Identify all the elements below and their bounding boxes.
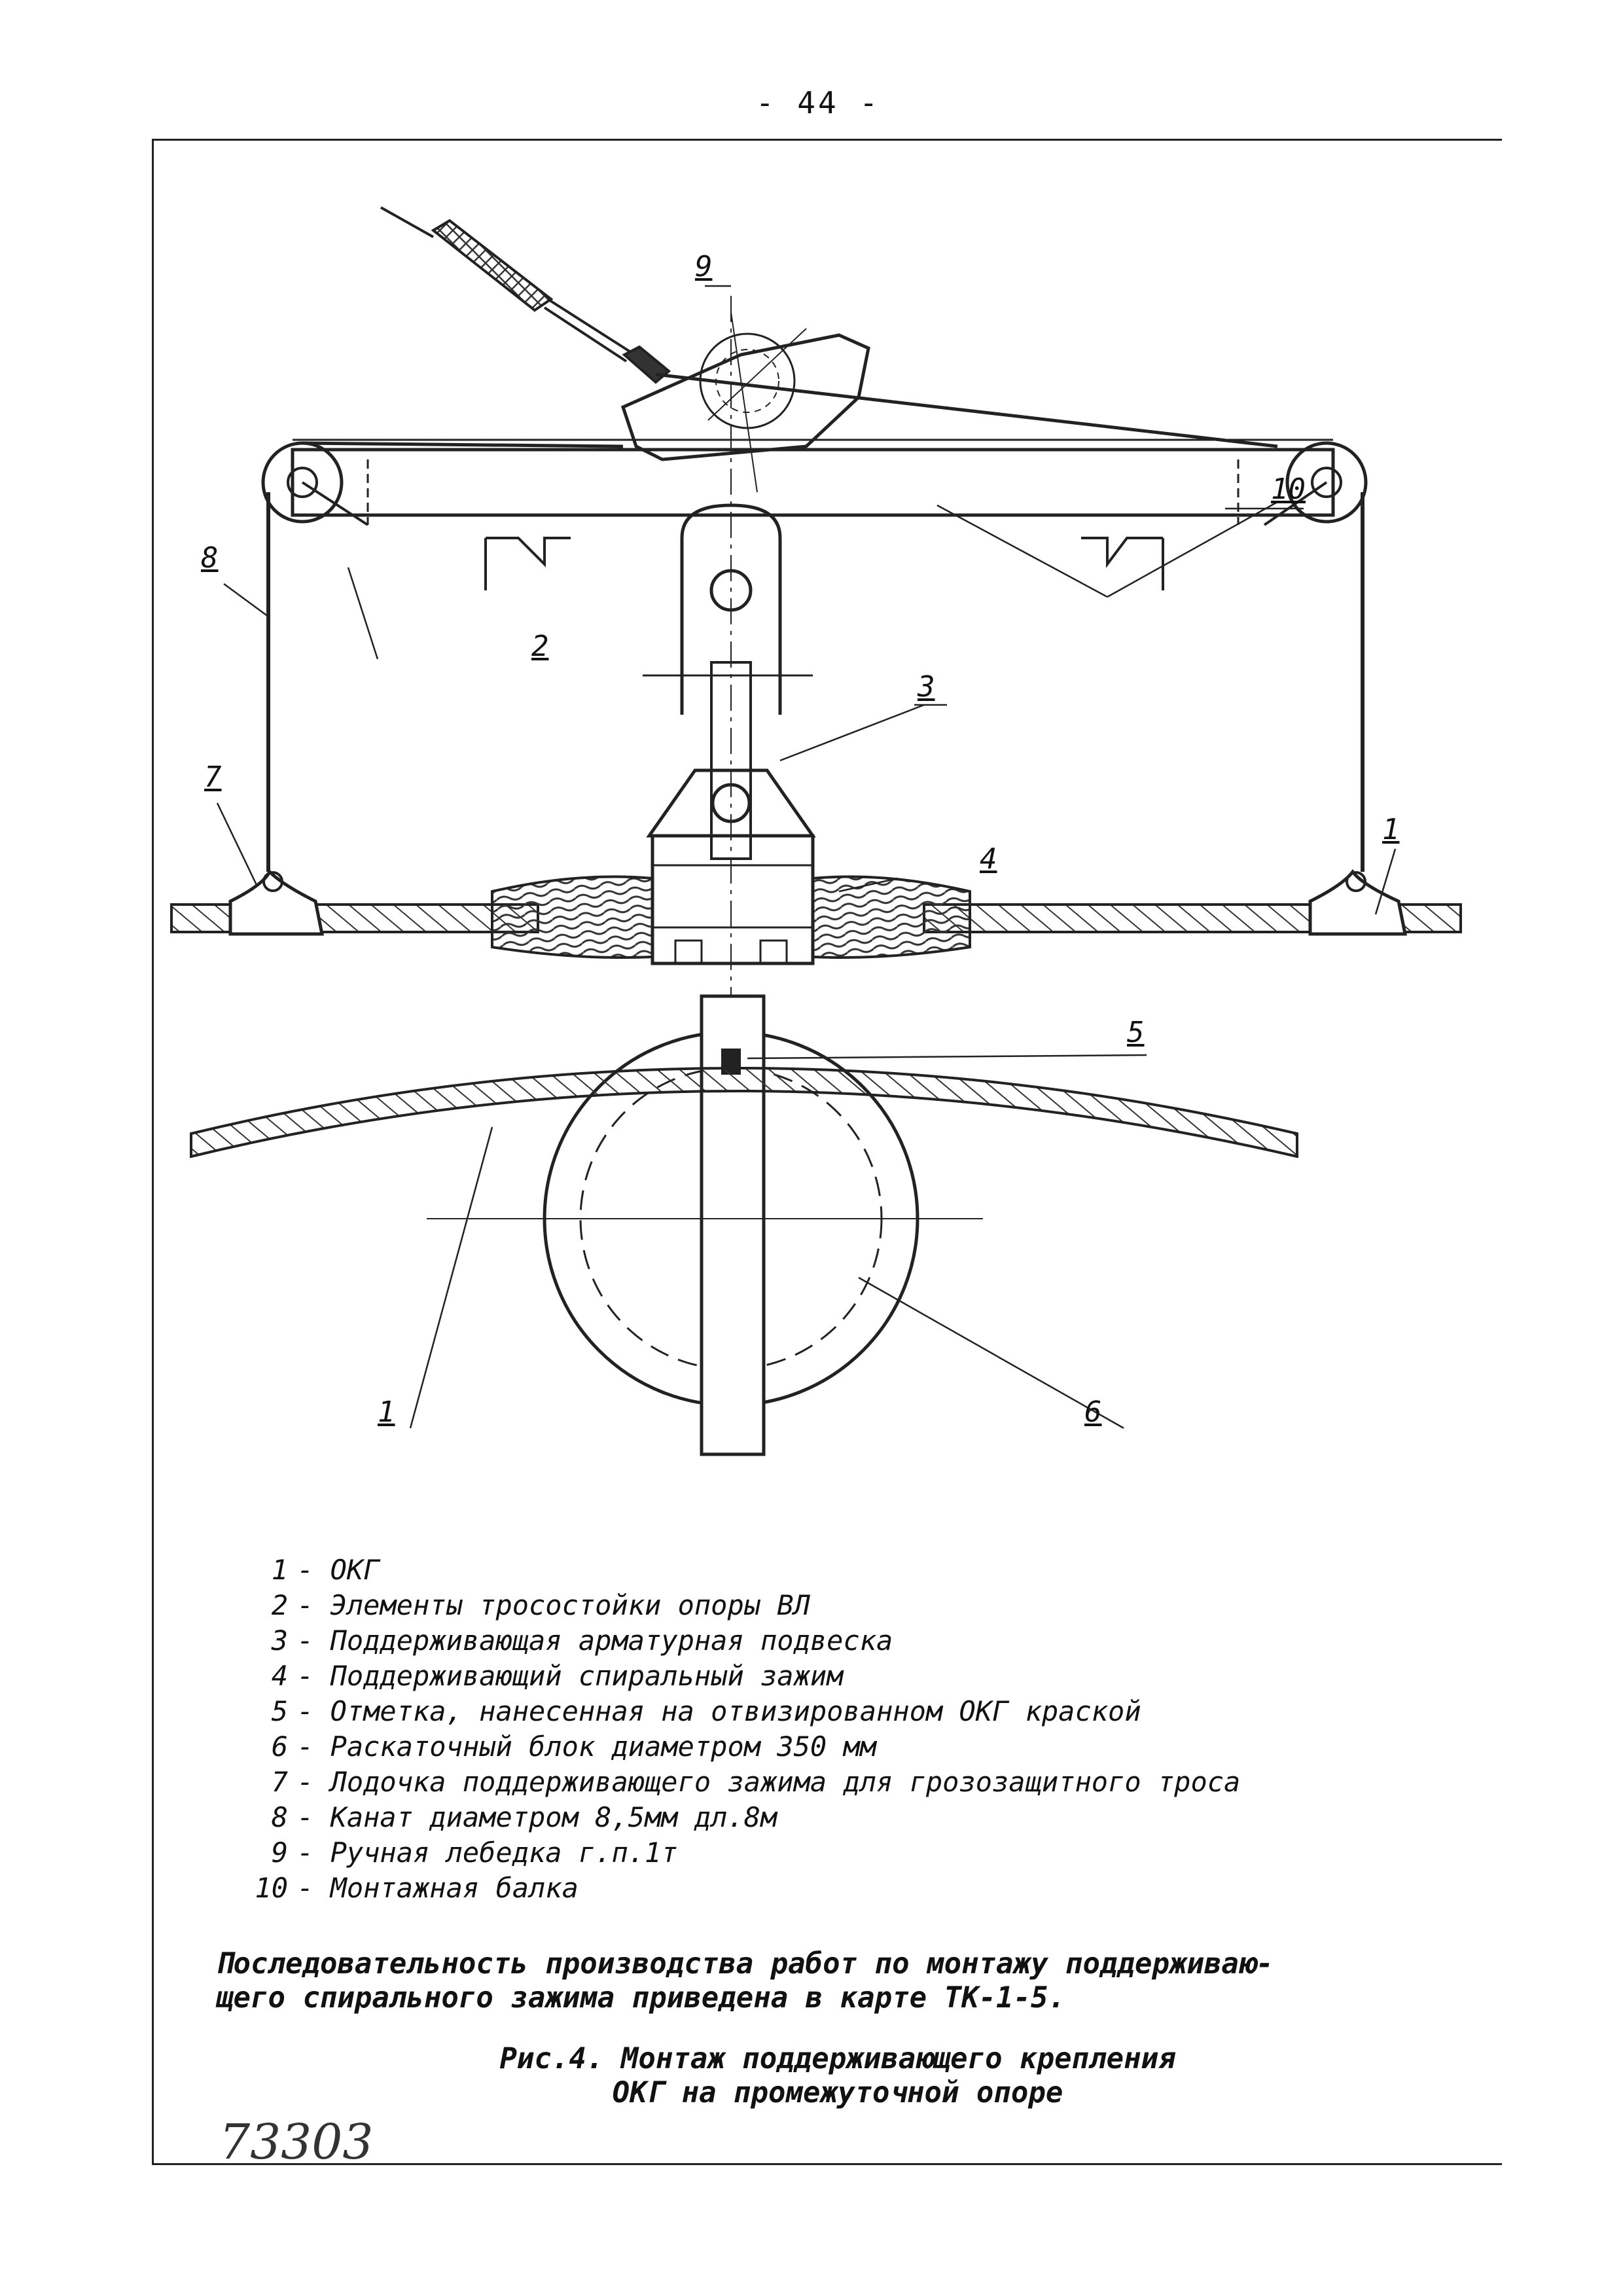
legend: 1- ОКГ 2- Элементы тросостойки опоры ВЛ … (196, 1552, 1440, 1906)
figure-caption: Рис.4. Монтаж поддерживающего крепления … (412, 2042, 1263, 2110)
pulley-block (427, 994, 983, 1456)
legend-text: Поддерживающий спиральный зажим (330, 1660, 844, 1692)
legend-text: Лодочка поддерживающего зажима для грозо… (330, 1766, 1241, 1798)
callout-5: 5 (1127, 1016, 1145, 1049)
callout-8: 8 (201, 541, 219, 575)
leader-lines (216, 285, 1397, 1429)
legend-num: 6 (271, 1731, 288, 1763)
suspension-boat-right (1308, 869, 1408, 936)
legend-num: 10 (255, 1872, 288, 1904)
legend-item: 8- Канат диаметром 8,5мм дл.8м (196, 1800, 1440, 1835)
legend-item: 9- Ручная лебедка г.п.1т (196, 1835, 1440, 1871)
legend-item: 5- Отметка, нанесенная на отвизированном… (196, 1694, 1440, 1729)
okg-cable (170, 875, 1462, 959)
legend-item: 6- Раскаточный блок диаметром 350 мм (196, 1729, 1440, 1765)
legend-num: 1 (271, 1554, 288, 1586)
mounting-beam (261, 439, 1368, 526)
procedure-note: Последовательность производства работ по… (216, 1947, 1446, 2015)
legend-item: 7- Лодочка поддерживающего зажима для гр… (196, 1765, 1440, 1800)
legend-text: Канат диаметром 8,5мм дл.8м (330, 1801, 777, 1833)
handwritten-number: 73303 (219, 2114, 374, 2170)
page-number: - 44 - (755, 85, 881, 120)
legend-num: 7 (271, 1766, 288, 1798)
legend-item: 10- Монтажная балка (196, 1871, 1440, 1906)
callout-3: 3 (918, 670, 935, 704)
legend-text: ОКГ (330, 1554, 380, 1586)
callout-6: 6 (1084, 1395, 1102, 1429)
legend-text: Отметка, нанесенная на отвизированном ОК… (330, 1695, 1141, 1727)
legend-text: Ручная лебедка г.п.1т (330, 1837, 678, 1869)
legend-num: 5 (271, 1695, 288, 1727)
callout-7: 7 (204, 761, 222, 794)
tower-elements (484, 537, 1164, 590)
legend-text: Раскаточный блок диаметром 350 мм (330, 1731, 877, 1763)
legend-num: 9 (271, 1837, 288, 1869)
legend-text: Поддерживающая арматурная подвеска (330, 1624, 893, 1657)
suspension-boat-left (228, 869, 325, 936)
legend-num: 8 (271, 1801, 288, 1833)
legend-item: 1- ОКГ (196, 1552, 1440, 1588)
legend-item: 3- Поддерживающая арматурная подвеска (196, 1623, 1440, 1659)
caption-line: Рис.4. Монтаж поддерживающего крепления (499, 2042, 1176, 2075)
rope (266, 441, 1364, 872)
winch-handle (380, 206, 1278, 448)
callout-2: 2 (531, 630, 549, 663)
technical-drawing: 9 10 8 2 3 7 4 1 5 1 6 (152, 139, 1500, 1552)
support-fitting (643, 503, 816, 965)
callout-9: 9 (695, 250, 713, 283)
callout-10: 10 (1271, 473, 1306, 506)
drawing-svg (170, 206, 1462, 1456)
legend-item: 4- Поддерживающий спиральный зажим (196, 1659, 1440, 1694)
legend-num: 2 (271, 1589, 288, 1621)
okg-over-pulley (190, 1067, 1298, 1158)
legend-text: Монтажная балка (330, 1872, 579, 1904)
note-line: Последовательность производства работ по… (216, 1947, 1274, 1981)
legend-num: 4 (271, 1660, 288, 1692)
legend-item: 2- Элементы тросостойки опоры ВЛ (196, 1588, 1440, 1623)
caption-line: ОКГ на промежуточной опоре (612, 2076, 1063, 2109)
hand-winch (620, 312, 870, 493)
callout-1-left: 1 (378, 1395, 395, 1429)
note-line: щего спирального зажима приведена в карт… (216, 1981, 1066, 2015)
callout-4: 4 (980, 842, 997, 876)
page-frame (152, 139, 1502, 2165)
callout-1-right: 1 (1382, 813, 1400, 846)
legend-num: 3 (271, 1624, 288, 1657)
legend-text: Элементы тросостойки опоры ВЛ (330, 1589, 810, 1621)
